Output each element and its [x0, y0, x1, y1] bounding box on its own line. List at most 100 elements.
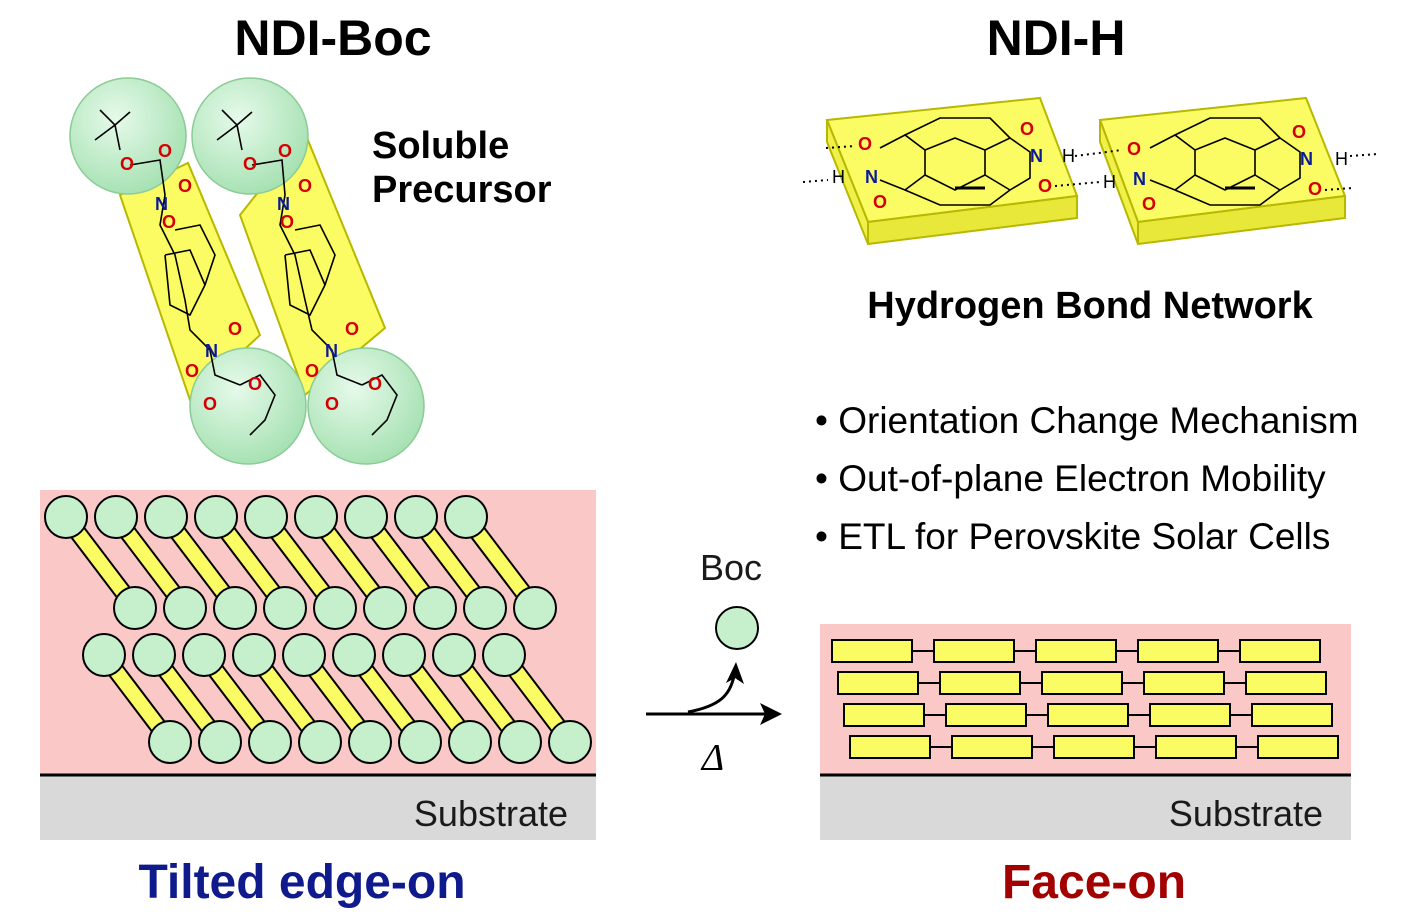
boc-sphere: [482, 633, 526, 677]
ndi-h-structure-1: O N O O N O H H: [832, 117, 1075, 212]
hydrogen-atom: H: [1062, 146, 1075, 166]
oxygen-atom: O: [158, 141, 172, 161]
oxygen-atom: O: [325, 394, 339, 414]
boc-sphere: [313, 586, 357, 630]
ndi-core-slab: [1245, 671, 1327, 695]
ndi-boc-structure-1: O O O N O O N O O O: [94, 109, 276, 436]
boc-sphere: [69, 77, 187, 195]
oxygen-atom: O: [873, 192, 887, 212]
nitrogen-atom: N: [1133, 169, 1146, 189]
nitrogen-atom: N: [277, 194, 290, 214]
boc-sphere: [382, 633, 426, 677]
boc-sphere: [448, 720, 492, 764]
ndi-core-slab: [1053, 735, 1135, 759]
ndi-core-slab: [831, 639, 913, 663]
face-on-film-panel: Substrate: [820, 624, 1351, 840]
ndi-core-slab: [1035, 639, 1117, 663]
nitrogen-atom: N: [1030, 146, 1043, 166]
nitrogen-atom: N: [865, 167, 878, 187]
ndi-core-slab: [1155, 735, 1237, 759]
boc-sphere: [213, 586, 257, 630]
boc-sphere: [148, 720, 192, 764]
boc-sphere: [298, 720, 342, 764]
oxygen-atom: O: [120, 154, 134, 174]
ndi-core-slab: [849, 735, 931, 759]
oxygen-atom: O: [243, 154, 257, 174]
boc-sphere: [163, 586, 207, 630]
bullet-item: • Out-of-plane Electron Mobility: [815, 458, 1326, 499]
boc-sphere: [363, 586, 407, 630]
oxygen-atom: O: [1292, 122, 1306, 142]
left-substrate-label: Substrate: [414, 793, 568, 834]
ndi-core-slab: [843, 703, 925, 727]
boc-sphere: [463, 586, 507, 630]
face-on-label: Face-on: [1002, 856, 1186, 909]
edge-on-molecule-array: [44, 495, 592, 764]
boc-sphere: [398, 720, 442, 764]
substrate-block: [40, 776, 596, 840]
oxygen-atom: O: [1038, 176, 1052, 196]
face-on-molecule-array: [831, 639, 1339, 759]
oxygen-atom: O: [228, 319, 242, 339]
oxygen-atom: O: [203, 394, 217, 414]
arrow-head: [760, 703, 782, 725]
boc-sphere: [498, 720, 542, 764]
ndi-boc-molecule-illustration: O O O N O O N O O O O O O N O O N O O: [69, 77, 425, 465]
arrow-head: [726, 662, 744, 684]
boc-sphere: [307, 347, 425, 465]
boc-sphere: [194, 495, 238, 539]
boc-sphere: [244, 495, 288, 539]
ndi-core-slab: [1047, 703, 1129, 727]
boc-sphere: [198, 720, 242, 764]
ndi-boc-structure-2: O O O N O O N O O O: [216, 109, 398, 436]
boc-sphere: [344, 495, 388, 539]
ndi-core-slab: [837, 671, 919, 695]
boc-sphere: [332, 633, 376, 677]
ndi-h-structure-2: O N O O N O H H: [1103, 117, 1348, 214]
oxygen-atom: O: [368, 374, 382, 394]
nitrogen-atom: N: [1300, 149, 1313, 169]
boc-sphere: [432, 633, 476, 677]
boc-sphere: [394, 495, 438, 539]
ndi-core-slab: [1257, 735, 1339, 759]
edge-on-label: Tilted edge-on: [138, 856, 465, 909]
bullet-item: • Orientation Change Mechanism: [815, 400, 1359, 441]
oxygen-atom: O: [248, 374, 262, 394]
oxygen-atom: O: [1142, 194, 1156, 214]
boc-sphere: [113, 586, 157, 630]
boc-sphere: [548, 720, 592, 764]
boc-sphere: [182, 633, 226, 677]
oxygen-atom: O: [305, 361, 319, 381]
oxygen-atom: O: [162, 212, 176, 232]
ndi-core-slab: [1137, 639, 1219, 663]
edge-on-film-panel: Substrate: [40, 490, 596, 840]
boc-sphere: [191, 77, 309, 195]
substrate-block: [820, 776, 1351, 840]
oxygen-atom: O: [1308, 179, 1322, 199]
boc-sphere: [94, 495, 138, 539]
boc-sphere: [715, 606, 759, 650]
oxygen-atom: O: [1127, 139, 1141, 159]
boc-sphere: [248, 720, 292, 764]
boc-sphere: [132, 633, 176, 677]
boc-sphere: [348, 720, 392, 764]
ndi-core-slab: [945, 703, 1027, 727]
precursor-label-line1: Soluble: [372, 125, 509, 167]
ndi-core-slab: [1149, 703, 1231, 727]
boc-sphere: [144, 495, 188, 539]
boc-sphere: [413, 586, 457, 630]
feature-bullet-list: • Orientation Change Mechanism • Out-of-…: [815, 400, 1359, 557]
oxygen-atom: O: [185, 361, 199, 381]
oxygen-atom: O: [280, 212, 294, 232]
boc-sphere: [513, 586, 557, 630]
right-substrate-label: Substrate: [1169, 793, 1323, 834]
oxygen-atom: O: [858, 134, 872, 154]
hydrogen-atom: H: [832, 167, 845, 187]
hydrogen-bond-lines: [802, 145, 1379, 191]
ndi-core-slab: [1041, 671, 1123, 695]
boc-sphere: [82, 633, 126, 677]
boc-sphere: [232, 633, 276, 677]
hydrogen-atom: H: [1103, 172, 1116, 192]
ndi-core-slab: [1239, 639, 1321, 663]
